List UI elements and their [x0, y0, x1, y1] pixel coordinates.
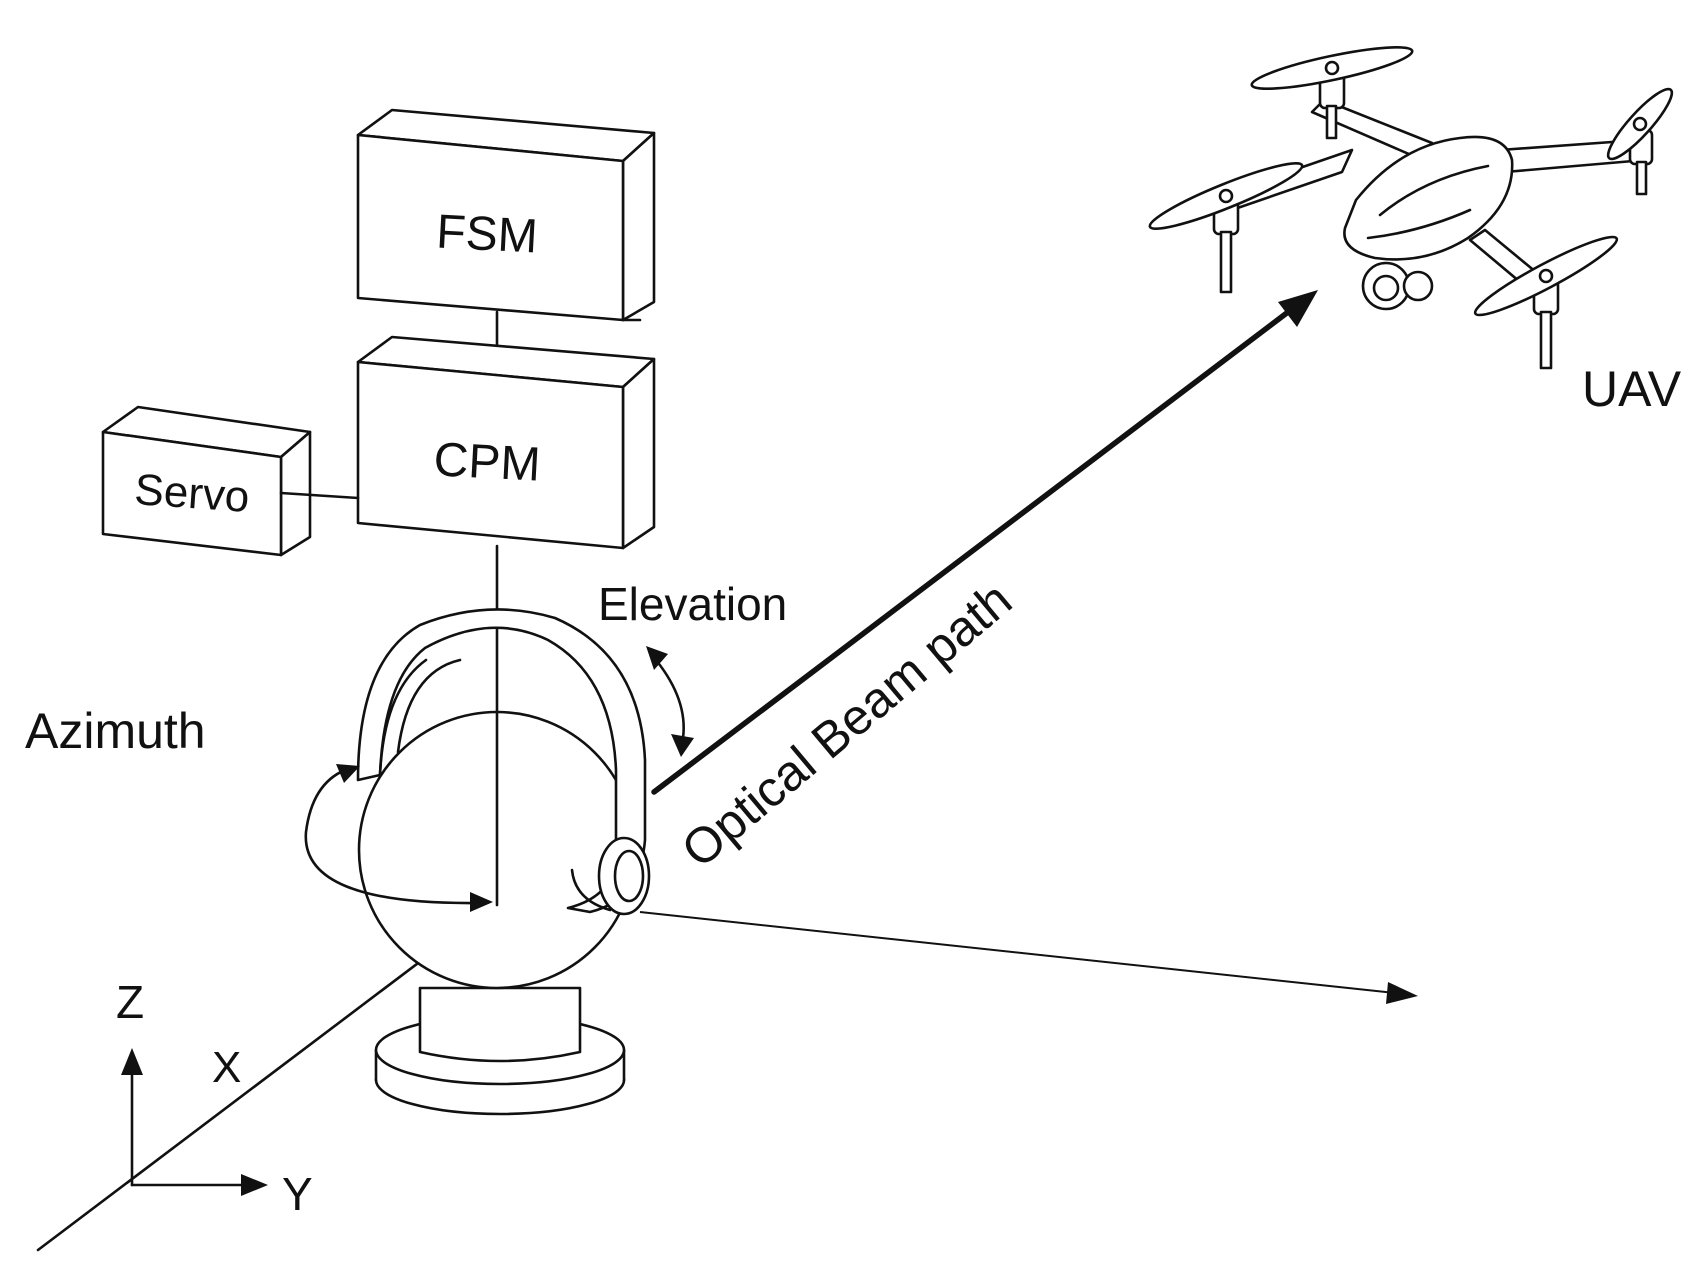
fsm-label: FSM: [435, 205, 539, 263]
drone-prop-hub-front-left: [1324, 60, 1340, 76]
gimbal-elevation-bearing-inner: [613, 849, 645, 903]
drone-leg-rear-right: [1539, 310, 1553, 370]
cpm-box-side: [621, 357, 656, 550]
elevation-arc: [654, 658, 685, 740]
optical-beam-line: [651, 303, 1299, 795]
drone-prop-hub-front-right: [1632, 116, 1648, 132]
drone-camera-lens: [1372, 274, 1400, 302]
elevation-label: Elevation: [598, 578, 787, 630]
drone-prop-hub-rear-left: [1218, 188, 1234, 204]
drone-body: [1343, 135, 1514, 261]
drone-leg-rear-left: [1219, 230, 1233, 294]
uav-label: UAV: [1582, 361, 1682, 417]
drone-prop-hub-rear-right: [1538, 268, 1554, 284]
ground-reference-arrow: [639, 911, 1418, 1004]
cpm-label: CPM: [432, 433, 541, 492]
axis-z-arrowhead: [121, 1048, 143, 1075]
fsm-box-side: [621, 131, 656, 322]
drone-body-shell: [1366, 208, 1472, 240]
azimuth-arrow: [304, 764, 493, 912]
gimbal-yoke-side-band: [570, 868, 612, 912]
azimuth-arrowhead-end: [470, 892, 493, 912]
gimbal-yoke-groove: [378, 658, 428, 777]
drone-leg-front-right: [1635, 160, 1648, 196]
elevation-arrowhead-top: [646, 646, 668, 670]
fsm-box: [356, 108, 656, 322]
axis-z-label: Z: [116, 976, 144, 1028]
servo-box-front: [101, 430, 283, 557]
servo-box: [101, 405, 312, 557]
quadcopter-drone-icon: [1148, 46, 1674, 370]
optical-beam-arrowhead: [1278, 290, 1318, 327]
azimuth-arc: [304, 768, 480, 905]
azimuth-label: Azimuth: [25, 703, 206, 759]
optical-beam: [651, 290, 1318, 795]
cpm-box: [356, 335, 656, 550]
axis-x-label: X: [212, 1043, 241, 1092]
gimbal-turret: [356, 608, 651, 1116]
ground-reference-line: [639, 911, 1396, 994]
elevation-arrowhead-bottom: [671, 734, 694, 757]
azimuth-arrowhead-start: [336, 764, 360, 783]
drone-leg-front-left: [1325, 104, 1338, 140]
axis-y-label: Y: [282, 1168, 313, 1220]
gimbal-yoke-inner-arm: [396, 658, 462, 754]
servo-cpm-connector: [279, 491, 360, 500]
drone-camera-mount: [1402, 270, 1434, 302]
ground-reference-arrowhead: [1386, 982, 1418, 1004]
axis-y-arrowhead: [241, 1174, 268, 1196]
elevation-arrow: [646, 646, 694, 757]
cpm-box-front: [356, 360, 625, 550]
gimbal-neck: [418, 986, 582, 1063]
servo-label: Servo: [133, 465, 251, 522]
drone-body-ridge: [1378, 164, 1490, 217]
